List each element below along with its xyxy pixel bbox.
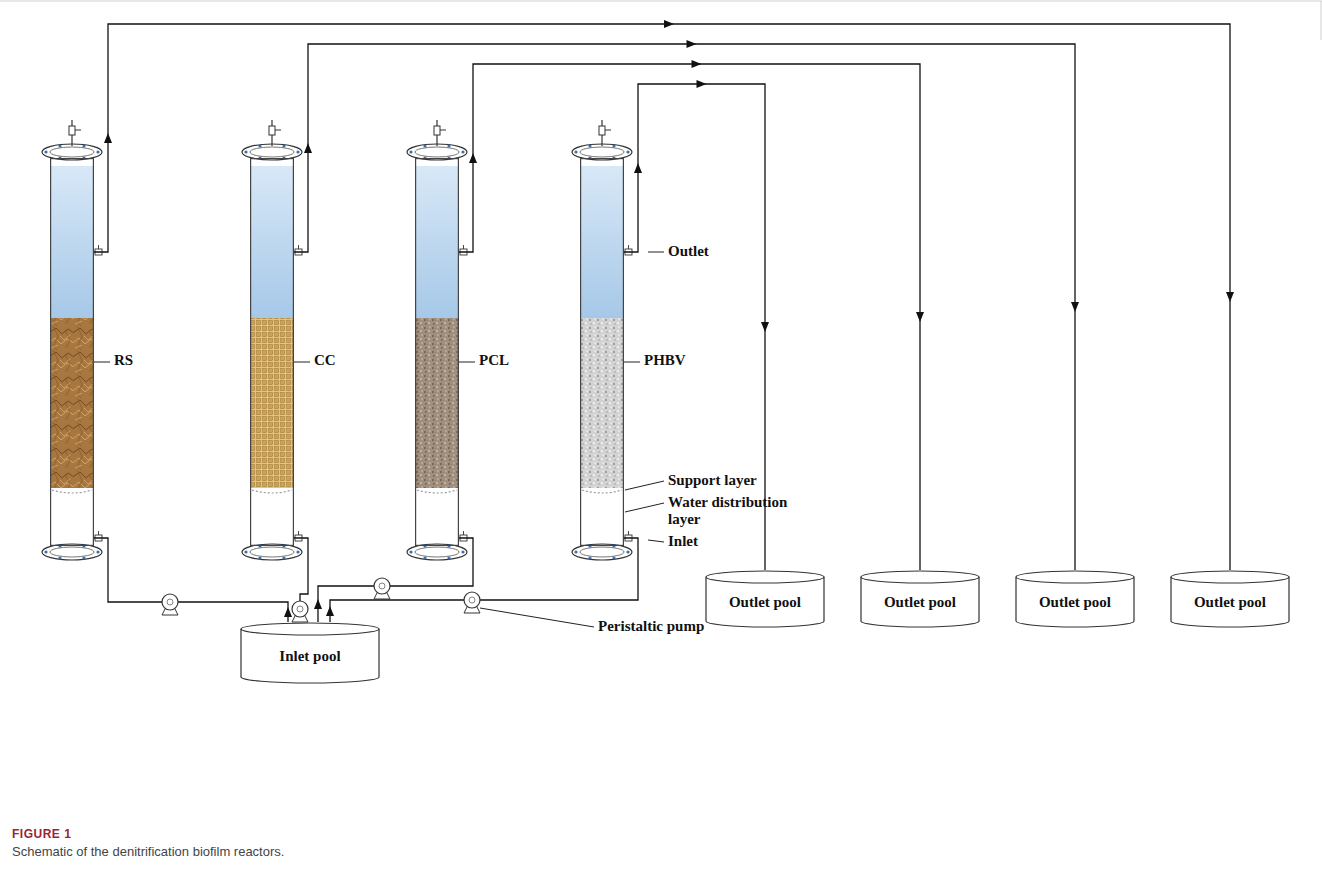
leader-line xyxy=(648,252,664,253)
figure-number: FIGURE 1 xyxy=(12,826,71,843)
leader-line xyxy=(648,540,664,542)
pool-label: Outlet pool xyxy=(1015,594,1135,611)
column-tube xyxy=(50,158,94,546)
flow-arrow xyxy=(469,153,477,163)
flow-arrow xyxy=(761,322,769,332)
flow-arrow xyxy=(697,80,707,88)
part-label: Peristaltic pump xyxy=(598,618,704,635)
pool-label: Outlet pool xyxy=(1170,594,1290,611)
column-fittings xyxy=(242,120,310,560)
column-tube xyxy=(580,158,624,546)
flow-arrow xyxy=(1226,292,1234,302)
water-pool: Outlet pool xyxy=(705,570,825,628)
peristaltic-pump xyxy=(374,578,390,599)
pipe xyxy=(294,44,1075,570)
flow-arrow xyxy=(1071,302,1079,312)
leader-line xyxy=(625,503,664,512)
column-fittings xyxy=(42,120,110,560)
pipe-group xyxy=(294,40,1079,570)
column-fittings xyxy=(572,120,640,560)
pipe-group xyxy=(94,538,292,622)
reactor-column: PHBV xyxy=(580,158,624,546)
pipe-group xyxy=(459,60,924,570)
part-label: Inlet xyxy=(668,533,698,550)
pipe-group xyxy=(94,20,1234,570)
flow-arrow xyxy=(634,163,642,173)
pipe xyxy=(459,64,920,570)
reactor-column: CC xyxy=(250,158,294,546)
part-label: Outlet xyxy=(668,243,709,260)
flow-arrow xyxy=(664,20,674,28)
column-label: PHBV xyxy=(644,352,686,369)
column-tube xyxy=(415,158,459,546)
leader-line xyxy=(480,608,594,627)
part-label: Support layer xyxy=(668,472,757,489)
peristaltic-pump xyxy=(162,594,178,615)
column-label: CC xyxy=(314,352,336,369)
pool-label: Outlet pool xyxy=(705,594,825,611)
peristaltic-pump xyxy=(464,592,480,613)
flow-arrow xyxy=(284,607,292,617)
flow-arrow xyxy=(916,312,924,322)
water-pool: Outlet pool xyxy=(860,570,980,628)
water-pool: Inlet pool xyxy=(240,622,380,684)
pipe-group xyxy=(314,538,473,622)
pipe-group xyxy=(326,538,638,622)
column-fittings xyxy=(407,120,475,560)
pool-label: Outlet pool xyxy=(860,594,980,611)
leader-line xyxy=(625,481,664,490)
pool-label: Inlet pool xyxy=(240,648,380,665)
column-label: PCL xyxy=(479,352,509,369)
flow-arrow xyxy=(687,40,697,48)
water-pool: Outlet pool xyxy=(1170,570,1290,628)
reactor-column: PCL xyxy=(415,158,459,546)
column-label: RS xyxy=(114,352,133,369)
flow-arrow xyxy=(304,143,312,153)
peristaltic-pump xyxy=(292,601,308,622)
pipe xyxy=(318,538,473,622)
water-pool: Outlet pool xyxy=(1015,570,1135,628)
part-label: Water distribution layer xyxy=(668,494,803,528)
flow-arrow xyxy=(692,60,702,68)
pipe xyxy=(94,538,288,622)
frame-line xyxy=(0,1,1322,2)
pipe xyxy=(330,538,638,622)
figure-caption: Schematic of the denitrification biofilm… xyxy=(12,843,284,860)
flow-arrow xyxy=(104,133,112,143)
flow-arrow xyxy=(314,599,322,609)
column-tube xyxy=(250,158,294,546)
frame-line xyxy=(1321,1,1322,40)
flow-arrow xyxy=(326,606,334,616)
reactor-column: RS xyxy=(50,158,94,546)
pipe xyxy=(94,24,1230,570)
